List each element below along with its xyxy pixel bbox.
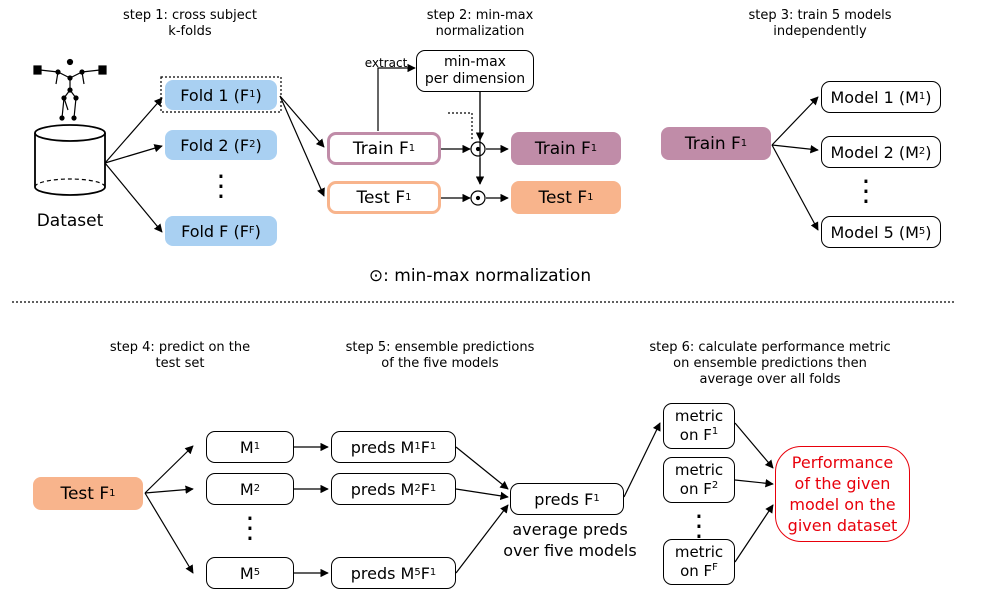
normalization-legend: ⊙: min-max normalization (368, 266, 592, 286)
step4-label: step 4: predict on the test set (109, 340, 251, 371)
minmax-per-dimension-box: min-max per dimension (416, 50, 534, 92)
extract-label: extract (364, 56, 408, 70)
step6-label: step 6: calculate performance metric on … (649, 340, 891, 387)
step3-label: step 3: train 5 models independently (748, 8, 892, 39)
metric-box-f: metric on FF (663, 539, 735, 585)
step5-label: step 5: ensemble predictions of the five… (345, 340, 535, 371)
performance-box: Performance of the given model on the gi… (775, 446, 910, 542)
fold-ellipsis: ··· (216, 160, 226, 213)
metric-box-1: metric on F1 (663, 403, 735, 449)
ensemble-caption: average preds over five models (503, 520, 637, 560)
model-ellipsis: ··· (861, 165, 871, 218)
metric-box-2: metric on F2 (663, 457, 735, 503)
metric-ellipsis: ··· (694, 500, 704, 553)
step2-label: step 2: min-max normalization (426, 8, 534, 39)
m-ellipsis: ··· (245, 502, 255, 555)
step1-label: step 1: cross subject k-folds (123, 8, 257, 39)
dataset-label: Dataset (36, 211, 104, 231)
dataset-icon (33, 58, 107, 196)
